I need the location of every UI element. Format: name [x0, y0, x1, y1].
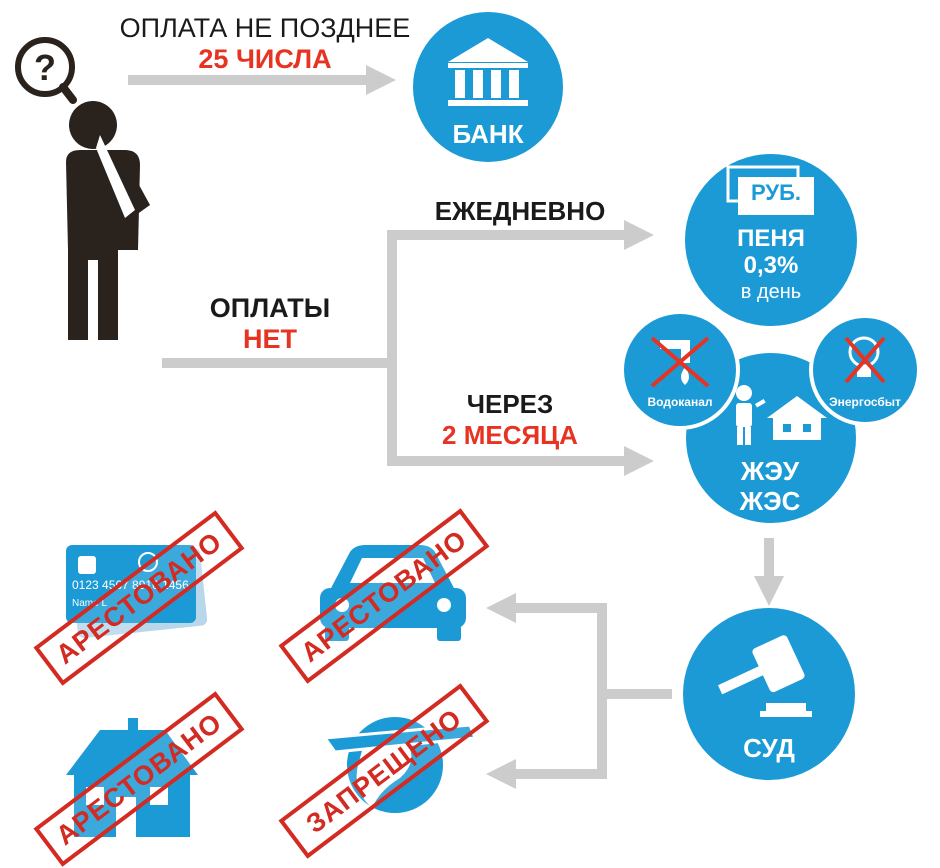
- thinking-person-icon: ?: [15, 37, 150, 340]
- card-holder: Name L: [72, 598, 107, 609]
- house-icon: [66, 718, 198, 837]
- daily-label: ЕЖЕДНЕВНО: [434, 196, 606, 226]
- penalty-circle: [685, 154, 857, 326]
- deadline-value: 25 ЧИСЛА: [198, 44, 332, 74]
- penalty-period: в день: [740, 281, 802, 303]
- energy-label: Энергосбыт: [829, 395, 901, 409]
- court-label: СУД: [743, 733, 795, 763]
- banknotes-icon: [726, 165, 814, 215]
- light-bulb-icon: [844, 336, 886, 384]
- currency-label: РУБ.: [751, 180, 801, 205]
- svg-text:?: ?: [34, 47, 56, 88]
- bank-building-icon: [448, 38, 528, 106]
- water-circle: [620, 310, 740, 430]
- court-circle: [683, 608, 855, 780]
- no-payment-label: ОПЛАТЫ: [209, 293, 331, 323]
- deadline-label: ОПЛАТА НЕ ПОЗДНЕЕ: [119, 13, 411, 43]
- bank-card-icon: 0123 4567 8910 1456 Name L: [66, 545, 208, 638]
- after-label: ЧЕРЕЗ: [466, 389, 554, 419]
- utilities-line2: ЖЭС: [739, 486, 801, 516]
- house-small-icon: [767, 396, 827, 440]
- penalty-rate: 0,3%: [743, 252, 799, 279]
- water-tap-icon: [650, 336, 710, 388]
- bank-label: БАНК: [452, 119, 524, 149]
- connector-arrows: [128, 65, 784, 789]
- globe-plane-icon: [322, 717, 478, 813]
- gavel-icon: [717, 635, 812, 717]
- worker-icon: [736, 385, 766, 445]
- water-label: Водоканал: [647, 395, 713, 409]
- car-icon: [320, 545, 466, 641]
- card-digits: 0123 4567 8910 1456: [72, 578, 189, 592]
- utilities-line1: ЖЭУ: [740, 456, 800, 486]
- after-period: 2 МЕСЯЦА: [442, 420, 578, 450]
- utilities-circle: [620, 310, 921, 527]
- penalty-label: ПЕНЯ: [737, 225, 805, 252]
- no-payment-value: НЕТ: [243, 324, 297, 354]
- bank-circle: [413, 12, 563, 162]
